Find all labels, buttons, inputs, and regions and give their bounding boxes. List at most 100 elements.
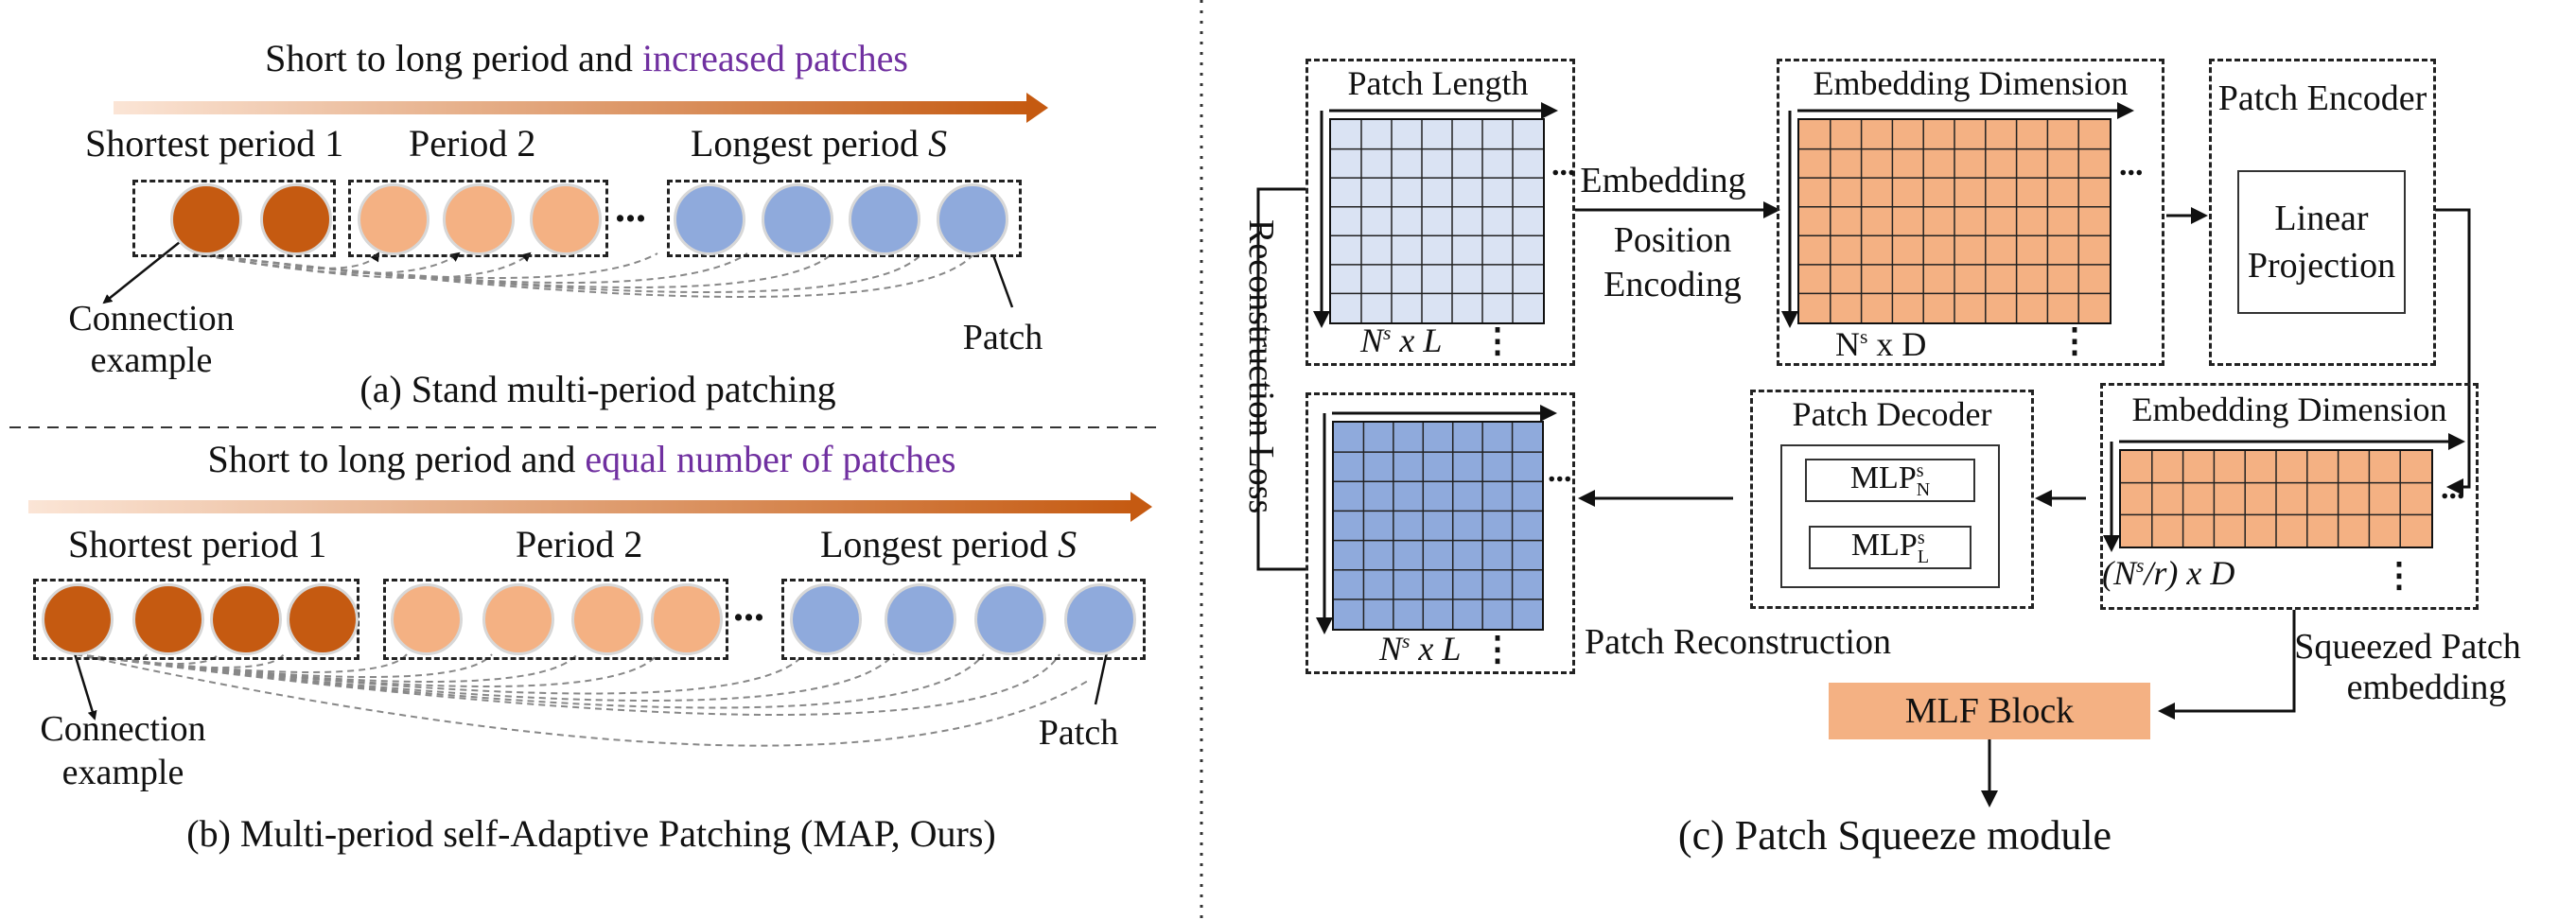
patch-circle-light xyxy=(571,583,643,655)
grid-lines xyxy=(1331,120,1543,322)
patch-encoder-box xyxy=(2209,59,2436,366)
embedding-dimension-box xyxy=(1777,59,2164,366)
panel-a-period1-group xyxy=(132,180,336,257)
gradient-arrow-b xyxy=(28,492,1152,522)
patch-circle-blue xyxy=(674,183,745,255)
panel-b-patch-label: Patch xyxy=(1038,713,1119,753)
grid3-vdots: ⋮ xyxy=(1481,630,1515,668)
embedded-patch-grid xyxy=(1797,118,2112,324)
patch-circle-blue xyxy=(790,583,862,655)
panel-b-header: Short to long period and equal number of… xyxy=(207,438,956,480)
patch-length-box xyxy=(1306,59,1575,366)
patch-pointer-b xyxy=(1094,651,1109,705)
panel-a-period1-label: Shortest period 1 xyxy=(85,122,344,165)
embedding-label: Embedding xyxy=(1580,161,1746,200)
grid1-hdots: ... xyxy=(1551,148,1576,182)
mlp-l-box xyxy=(1809,526,1971,569)
patch-decoder-label: Patch Decoder xyxy=(1792,395,1992,433)
patch-circle-light xyxy=(391,583,463,655)
patch-circle-dark xyxy=(260,183,332,255)
panel-c-caption: (c) Patch Squeeze module xyxy=(1677,812,2112,859)
grid2-dim-label: Ns x D xyxy=(1835,325,1927,363)
squeezed-embedding-box xyxy=(2100,383,2479,610)
arrow-squeezed xyxy=(2158,610,2296,720)
panel-a-connection-label-2: example xyxy=(90,340,213,380)
panel-b-period2-group xyxy=(383,579,728,660)
embedding-dimension-label-2: Embedding Dimension xyxy=(2131,391,2447,428)
patch-circle-dark xyxy=(132,583,204,655)
panel-a-period2-label: Period 2 xyxy=(409,122,536,165)
panel-a-period3-group xyxy=(667,180,1022,257)
patch-circle-light xyxy=(651,583,723,655)
grid3-dim-label: Ns x L xyxy=(1379,630,1462,668)
grid3-hdots: ... xyxy=(1548,454,1572,489)
panel-b-period3-label: Longest period S xyxy=(820,523,1078,565)
grid-lines xyxy=(1334,423,1542,629)
connection-arcs-b xyxy=(75,653,1089,747)
recon-loss-connector xyxy=(1256,187,1306,571)
squeezed-patch-grid xyxy=(2119,449,2433,548)
panel-b-period1-label: Shortest period 1 xyxy=(68,523,327,565)
mlp-n-box xyxy=(1805,459,1975,502)
panel-b-period2-label: Period 2 xyxy=(516,523,643,565)
position-label: Position xyxy=(1613,220,1732,260)
panel-b-connection-label-1: Connection xyxy=(40,709,206,749)
patch-circle-blue xyxy=(762,183,833,255)
linear-projection-box xyxy=(2237,170,2406,314)
mlf-block xyxy=(1829,683,2150,739)
patch-length-label: Patch Length xyxy=(1347,64,1529,102)
panel-a-period3-label: Longest period S xyxy=(691,122,948,165)
patch-circle-blue xyxy=(885,583,956,655)
squeezed-patch-label-2: embedding xyxy=(2346,668,2507,707)
arrow-encoder-down xyxy=(2435,208,2471,495)
patch-circle-dark xyxy=(170,183,242,255)
grid4-hdots: ... xyxy=(2441,471,2465,506)
mlf-block-label: MLF Block xyxy=(1904,691,2075,731)
grid1-vdots: ⋮ xyxy=(1481,321,1515,359)
squeezed-patch-label-1: Squeezed Patch xyxy=(2294,627,2521,667)
linear-label: Linear xyxy=(2274,199,2369,238)
gradient-arrow-a xyxy=(114,93,1048,123)
encoding-label: Encoding xyxy=(1603,265,1742,304)
panel-a-header: Short to long period and increased patch… xyxy=(265,37,908,79)
panel-a-connection-label-1: Connection xyxy=(68,299,235,338)
patch-circle-light xyxy=(443,183,515,255)
reconstruction-box xyxy=(1306,392,1575,674)
panel-a-caption: (a) Stand multi-period patching xyxy=(359,368,836,410)
patch-circle-blue xyxy=(1064,583,1136,655)
panel-b-period3-group xyxy=(781,579,1146,660)
panel-b-ellipsis: ... xyxy=(733,583,764,630)
grid4-dim-label: (Ns/r) x D xyxy=(2102,554,2235,592)
input-patch-grid xyxy=(1329,118,1545,324)
patch-circle-blue xyxy=(974,583,1046,655)
patch-pointer-a xyxy=(991,254,1014,308)
patch-encoder-label: Patch Encoder xyxy=(2217,78,2427,118)
grid2-hdots: ... xyxy=(2119,148,2144,182)
grid1-dim-label: Ns x L xyxy=(1360,321,1443,359)
patch-decoder-box xyxy=(1750,390,2034,609)
patch-circle-dark xyxy=(287,583,359,655)
patch-circle-light xyxy=(358,183,429,255)
patch-circle-dark xyxy=(210,583,282,655)
grid4-vdots: ⋮ xyxy=(2382,556,2416,594)
panel-a-patch-label: Patch xyxy=(962,318,1043,357)
patch-circle-light xyxy=(482,583,554,655)
patch-circle-blue xyxy=(937,183,1008,255)
panel-b-connection-label-2: example xyxy=(61,753,184,792)
reconstruction-loss-label: Reconstruction Loss xyxy=(1241,219,1281,514)
panel-b-caption: (b) Multi-period self-Adaptive Patching … xyxy=(186,812,996,855)
panel-a-ellipsis: ... xyxy=(615,184,646,231)
grid-lines xyxy=(2121,451,2431,547)
patch-circle-light xyxy=(530,183,602,255)
patch-circle-blue xyxy=(849,183,920,255)
grid-lines xyxy=(1799,120,2110,322)
connection-arcs-a xyxy=(193,252,975,298)
embedding-dimension-label: Embedding Dimension xyxy=(1813,64,2129,102)
panel-a-period2-group xyxy=(348,180,608,257)
patch-circle-dark xyxy=(42,583,114,655)
grid2-vdots: ⋮ xyxy=(2058,321,2092,359)
projection-label: Projection xyxy=(2247,246,2396,286)
